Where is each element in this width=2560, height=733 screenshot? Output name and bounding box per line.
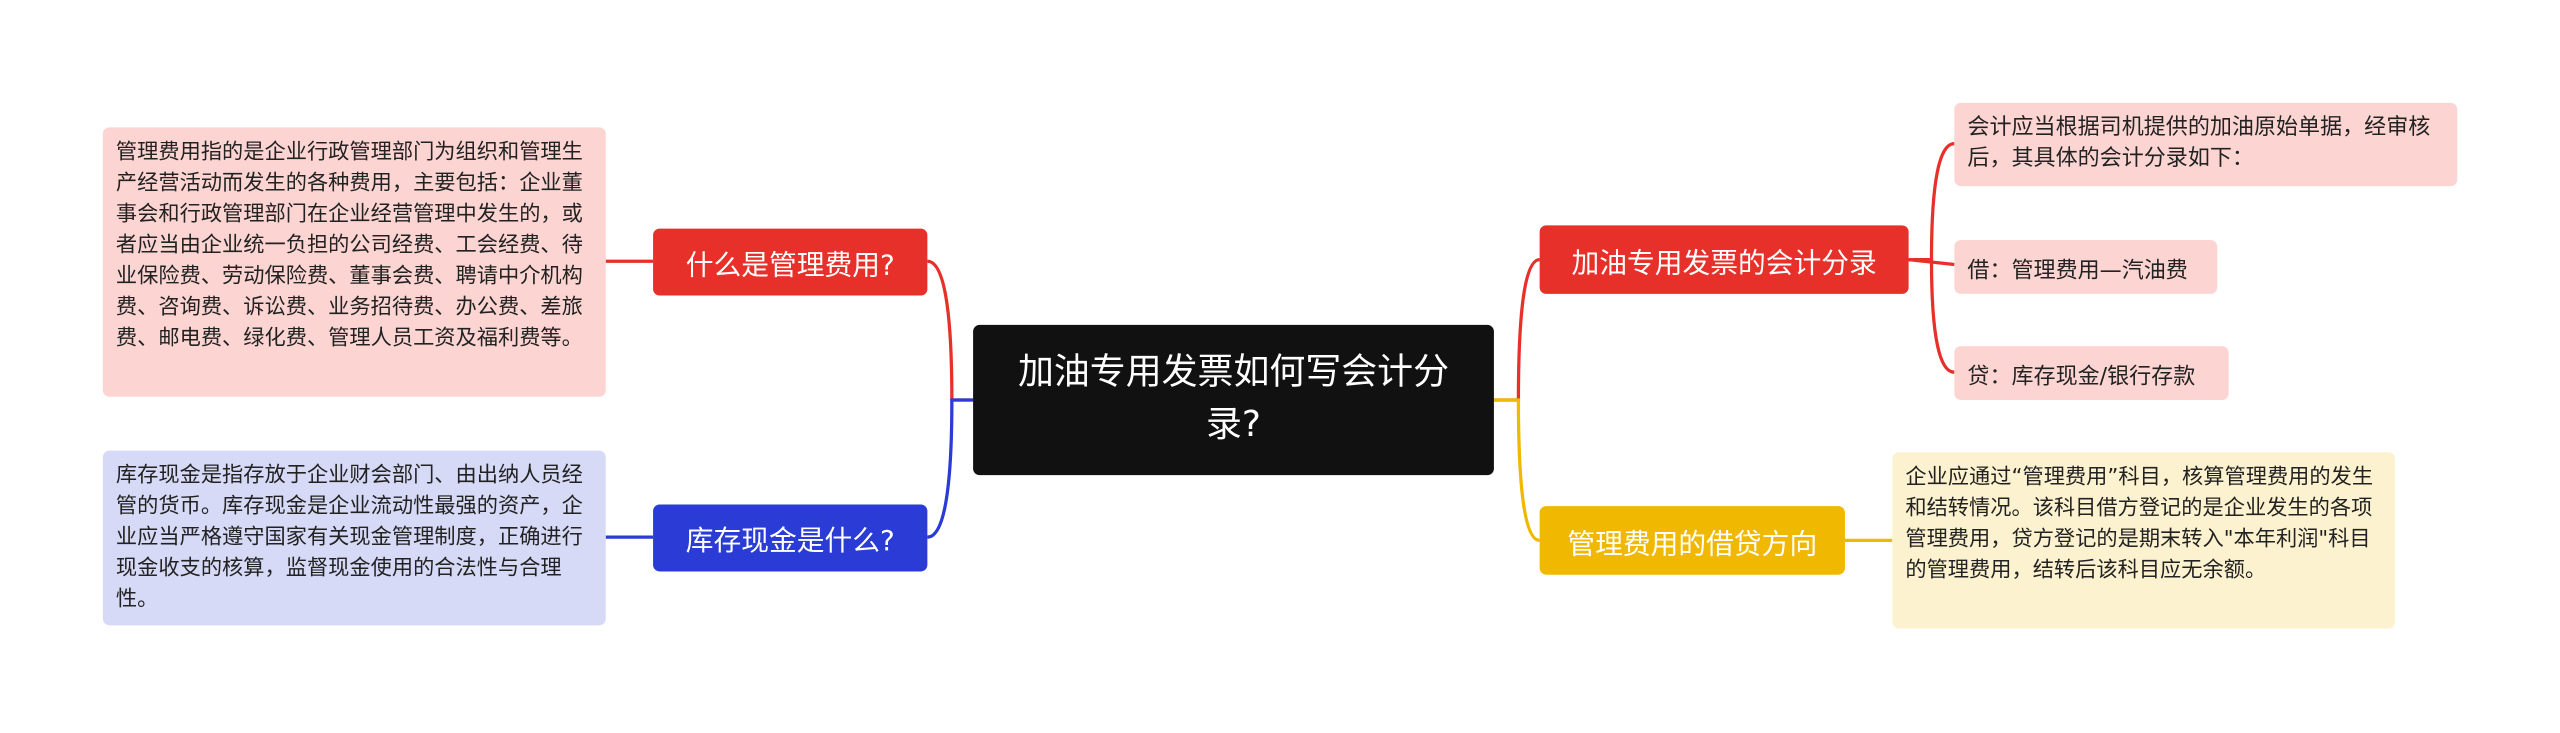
root-topic[interactable]: 加油专用发票如何写会计分录? — [973, 324, 1494, 476]
branch-what-is-mgmt-fee[interactable]: 什么是管理费用? — [653, 228, 928, 296]
link-root-cash — [927, 398, 974, 539]
leaf-fuel-item-1-text: 借：管理费用—汽油费 — [1967, 257, 2188, 284]
leaf-mgmt-fee-direction-detail[interactable]: 企业应通过“管理费用”科目，核算管理费用的发生和结转情况。该科目借方登记的是企业… — [1892, 452, 2396, 629]
branch-what-is-cash[interactable]: 库存现金是什么? — [653, 504, 928, 572]
leaf-fuel-item-1[interactable]: 借：管理费用—汽油费 — [1954, 240, 2218, 294]
leaf-fuel-item-2-text: 贷：库存现金/银行存款 — [1967, 363, 2196, 390]
link-root-fuel — [1493, 257, 1541, 402]
leaf-mgmt-fee-detail-text: 管理费用指的是企业行政管理部门为组织和管理生产经营活动而发生的各种费用，主要包括… — [115, 140, 583, 352]
link-fuel-item-0 — [1908, 142, 1955, 262]
link-fuel-item-2 — [1908, 257, 1955, 374]
branch-fuel-invoice-entry[interactable]: 加油专用发票的会计分录 — [1539, 225, 1909, 294]
branch-fuel-invoice-entry-label: 加油专用发票的会计分录 — [1571, 247, 1877, 281]
leaf-cash-detail[interactable]: 库存现金是指存放于企业财会部门、由出纳人员经管的货币。库存现金是企业流动性最强的… — [102, 450, 606, 626]
link-root-direction — [1493, 398, 1541, 543]
branch-mgmt-fee-direction[interactable]: 管理费用的借贷方向 — [1539, 506, 1845, 575]
root-topic-text: 加油专用发票如何写会计分录? — [1017, 352, 1450, 446]
branch-mgmt-fee-direction-label: 管理费用的借贷方向 — [1567, 528, 1818, 561]
leaf-fuel-item-2[interactable]: 贷：库存现金/银行存款 — [1954, 346, 2229, 401]
branch-what-is-cash-label: 库存现金是什么? — [685, 525, 895, 559]
link-root-mgmt-fee — [927, 259, 974, 402]
leaf-fuel-item-0-text: 会计应当根据司机提供的加油原始单据，经审核后，其具体的会计分录如下： — [1967, 114, 2431, 172]
leaf-cash-detail-text: 库存现金是指存放于企业财会部门、由出纳人员经管的货币。库存现金是企业流动性最强的… — [115, 463, 583, 613]
leaf-mgmt-fee-direction-detail-text: 企业应通过“管理费用”科目，核算管理费用的发生和结转情况。该科目借方登记的是企业… — [1905, 465, 2374, 583]
leaf-mgmt-fee-detail[interactable]: 管理费用指的是企业行政管理部门为组织和管理生产经营活动而发生的各种费用，主要包括… — [102, 127, 606, 397]
leaf-fuel-item-0[interactable]: 会计应当根据司机提供的加油原始单据，经审核后，其具体的会计分录如下： — [1954, 102, 2458, 187]
branch-what-is-mgmt-fee-label: 什么是管理费用? — [685, 249, 895, 283]
